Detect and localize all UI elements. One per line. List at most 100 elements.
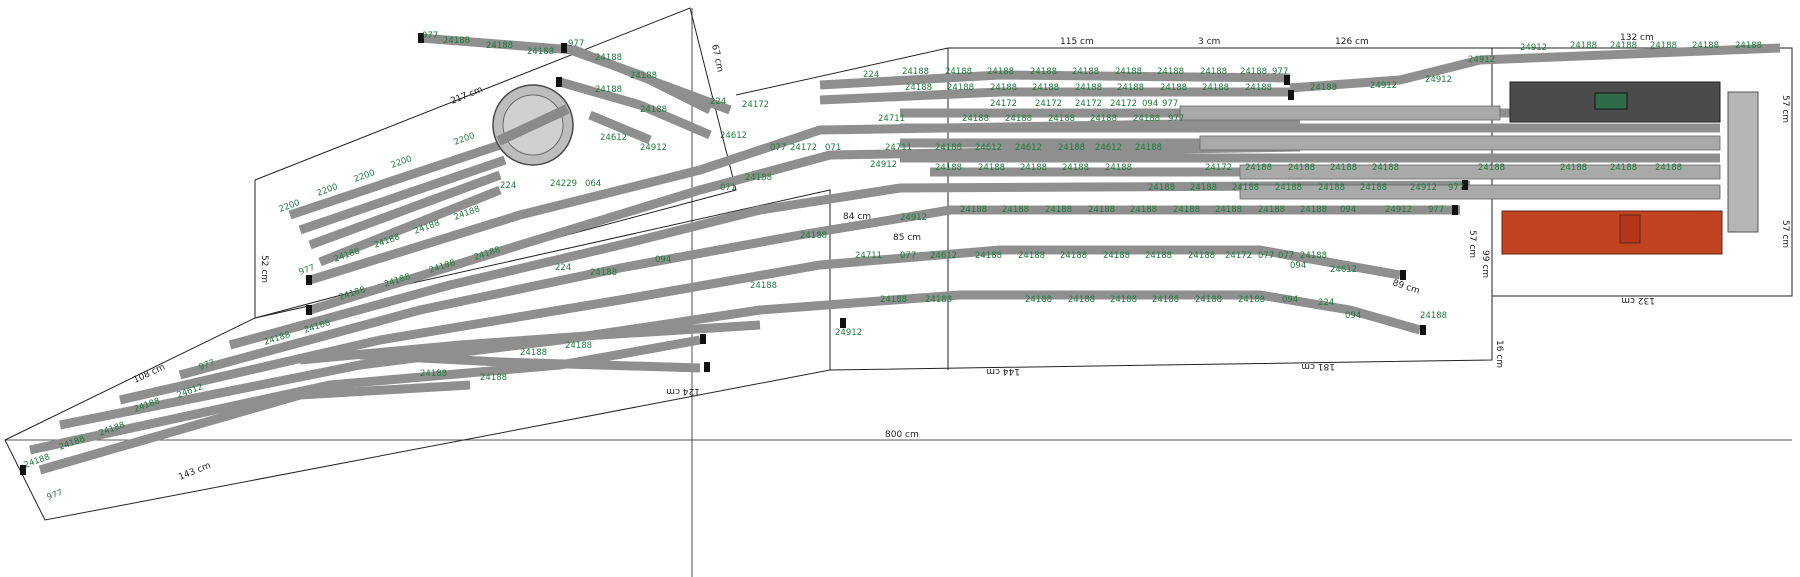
part-label: 24188 bbox=[925, 295, 952, 305]
turntable bbox=[492, 84, 574, 166]
part-label: 24188 bbox=[443, 36, 470, 46]
part-label: 24188 bbox=[1115, 67, 1142, 77]
part-label: 24188 bbox=[1130, 205, 1157, 215]
part-label: 24188 bbox=[480, 373, 507, 383]
part-label: 24188 bbox=[1075, 83, 1102, 93]
dim-right-3: 16 cm bbox=[1494, 340, 1504, 368]
dim-station-right-upper: 57 cm bbox=[1780, 95, 1790, 123]
part-label: 2200 bbox=[390, 154, 414, 171]
part-label: 24612 bbox=[1095, 143, 1122, 153]
part-label: 24172 bbox=[1110, 99, 1137, 109]
part-label: 24188 bbox=[565, 341, 592, 351]
part-label: 24188 bbox=[1420, 311, 1447, 321]
dim-lower-left-2: 143 cm bbox=[177, 461, 212, 483]
part-label: 224 bbox=[710, 97, 726, 107]
part-label: 24612 bbox=[1015, 143, 1042, 153]
part-label: 077 bbox=[1278, 251, 1294, 261]
part-label: 224 bbox=[500, 181, 516, 191]
dimension-labels: 800 cm 115 cm 3 cm 126 cm 132 cm 132 cm … bbox=[132, 33, 1790, 483]
part-label: 24612 bbox=[930, 251, 957, 261]
dim-station-right-lower: 57 cm bbox=[1780, 220, 1790, 248]
platforms bbox=[1179, 105, 1721, 200]
part-label: 24912 bbox=[870, 160, 897, 170]
part-label: 24188 bbox=[1160, 83, 1187, 93]
part-label: 24188 bbox=[486, 41, 513, 51]
part-label: 24188 bbox=[902, 67, 929, 77]
part-label: 071 bbox=[720, 183, 736, 193]
part-label: 094 bbox=[1340, 205, 1356, 215]
part-label: 24188 bbox=[1560, 163, 1587, 173]
part-label: 24188 bbox=[1018, 251, 1045, 261]
part-label: 24172 bbox=[742, 100, 769, 110]
part-label: 24188 bbox=[1103, 251, 1130, 261]
part-label: 24188 bbox=[1372, 163, 1399, 173]
part-label: 24188 bbox=[745, 173, 772, 183]
part-label: 24188 bbox=[520, 348, 547, 358]
part-label: 24612 bbox=[720, 131, 747, 141]
dim-curve-3: 85 cm bbox=[893, 233, 921, 243]
part-label: 24912 bbox=[1410, 183, 1437, 193]
part-label: 977 bbox=[46, 488, 65, 503]
part-label: 24188 bbox=[1190, 183, 1217, 193]
dim-left-side: 52 cm bbox=[259, 255, 269, 283]
dim-lower-mid-2: 144 cm bbox=[986, 366, 1020, 376]
part-label: 977 bbox=[1168, 114, 1184, 124]
part-label: 24188 bbox=[590, 268, 617, 278]
part-label: 24188 bbox=[1310, 83, 1337, 93]
dim-gap: 3 cm bbox=[1198, 37, 1220, 47]
part-label: 24188 bbox=[1062, 163, 1089, 173]
part-label: 24188 bbox=[1275, 183, 1302, 193]
part-label: 24188 bbox=[935, 163, 962, 173]
part-label: 24188 bbox=[1245, 163, 1272, 173]
part-label: 24188 bbox=[1135, 143, 1162, 153]
part-label: 24229 bbox=[550, 179, 577, 189]
part-label: 24188 bbox=[1200, 67, 1227, 77]
part-label: 24188 bbox=[1202, 83, 1229, 93]
station-wing-right bbox=[1727, 91, 1759, 233]
part-label: 24188 bbox=[1478, 163, 1505, 173]
part-label: 24188 bbox=[630, 71, 657, 81]
part-label: 224 bbox=[1318, 298, 1334, 308]
part-label: 977 bbox=[1448, 183, 1464, 193]
part-label: 24188 bbox=[1240, 67, 1267, 77]
dim-lower-mid-1: 124 cm bbox=[666, 386, 700, 396]
part-label: 977 bbox=[1162, 99, 1178, 109]
part-label: 24612 bbox=[1330, 265, 1357, 275]
dim-board-top-1: 115 cm bbox=[1060, 37, 1094, 47]
part-label: 24172 bbox=[1075, 99, 1102, 109]
part-label: 24912 bbox=[1385, 205, 1412, 215]
part-label: 24188 bbox=[1288, 163, 1315, 173]
dim-total-length: 800 cm bbox=[885, 430, 919, 440]
part-label: 24188 bbox=[945, 67, 972, 77]
part-label: 24188 bbox=[473, 245, 502, 263]
dim-depot-left: 217 cm bbox=[449, 85, 484, 107]
dim-lower-left-1: 108 cm bbox=[132, 362, 167, 385]
part-label: 24188 bbox=[1318, 183, 1345, 193]
part-label: 24188 bbox=[1058, 143, 1085, 153]
part-label: 977 bbox=[568, 39, 584, 49]
part-label: 094 bbox=[655, 255, 671, 265]
part-label: 2200 bbox=[453, 131, 477, 148]
part-label: 24188 bbox=[1245, 83, 1272, 93]
part-label: 977 bbox=[1272, 67, 1288, 77]
part-label: 24188 bbox=[990, 83, 1017, 93]
part-label: 24188 bbox=[1215, 205, 1242, 215]
part-label: 24188 bbox=[1105, 163, 1132, 173]
part-label: 24188 bbox=[1030, 67, 1057, 77]
part-label: 24188 bbox=[640, 105, 667, 115]
part-label: 24188 bbox=[1088, 205, 1115, 215]
part-label: 24188 bbox=[1117, 83, 1144, 93]
part-label: 24188 bbox=[750, 281, 777, 291]
part-label: 24188 bbox=[1072, 67, 1099, 77]
part-label: 24188 bbox=[800, 231, 827, 241]
part-label: 24188 bbox=[1020, 163, 1047, 173]
part-label: 2200 bbox=[353, 168, 377, 185]
part-label: 24172 bbox=[790, 143, 817, 153]
part-label: 24612 bbox=[975, 143, 1002, 153]
part-label: 24912 bbox=[1468, 55, 1495, 65]
part-label: 094 bbox=[1282, 295, 1298, 305]
part-label: 24711 bbox=[855, 251, 882, 261]
dim-right-2: 57 cm bbox=[1467, 230, 1477, 258]
part-label: 24188 bbox=[1300, 205, 1327, 215]
